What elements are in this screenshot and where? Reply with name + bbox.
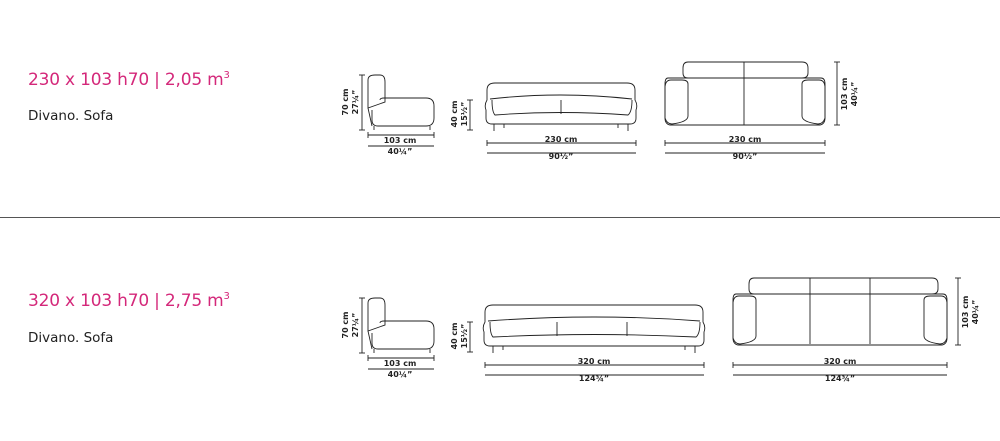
top-width-cm: 230 cm <box>729 135 762 144</box>
side-height-cm: 70 cm <box>341 89 350 116</box>
front-width-in: 124¾” <box>579 374 609 383</box>
top-width-cm: 320 cm <box>824 357 857 366</box>
product-section-1: 230 x 103 h70 | 2,05 m3 Divano. Sofa <box>0 0 1000 200</box>
front-view-drawing <box>484 82 638 131</box>
front-seat-in: 15½” <box>459 324 469 349</box>
front-seat-in: 15½” <box>459 102 469 127</box>
top-depth-in: 40¼” <box>849 82 859 107</box>
side-depth-in: 40¼” <box>388 146 413 156</box>
front-width-in: 90½” <box>549 151 574 161</box>
product-size-title: 320 x 103 h70 | 2,75 m3 <box>28 291 230 311</box>
top-depth-cm: 103 cm <box>961 296 970 329</box>
product-type-label: Divano. Sofa <box>28 330 114 346</box>
side-height-cm: 70 cm <box>341 312 350 339</box>
front-seat-cm: 40 cm <box>450 323 459 350</box>
side-depth-cm: 103 cm <box>384 359 417 368</box>
product-section-2: 320 x 103 h70 | 2,75 m3 Divano. Sofa <box>0 0 1000 383</box>
front-width-cm: 230 cm <box>545 135 578 144</box>
front-width-cm: 320 cm <box>578 357 611 366</box>
side-view-drawing <box>367 74 435 130</box>
side-height-in: 27¼” <box>350 90 360 115</box>
side-depth-cm: 103 cm <box>384 136 417 145</box>
top-view-drawing <box>732 277 948 346</box>
front-view-drawing <box>482 304 706 353</box>
top-view-drawing <box>664 61 826 126</box>
side-height-in: 27¼” <box>350 313 360 338</box>
product-type-label: Divano. Sofa <box>28 108 114 124</box>
sofa-drawings: 103 cm 40¼” 70 cm 27¼” 40 cm 15½” 230 cm… <box>341 61 859 161</box>
side-depth-in: 40¼” <box>388 369 413 379</box>
product-size-title: 230 x 103 h70 | 2,05 m3 <box>28 70 230 90</box>
section-divider <box>0 217 1000 218</box>
front-seat-cm: 40 cm <box>450 101 459 128</box>
top-width-in: 124¾” <box>825 374 855 383</box>
top-depth-cm: 103 cm <box>840 78 849 111</box>
side-view-drawing <box>367 297 435 353</box>
top-width-in: 90½” <box>733 151 758 161</box>
top-depth-in: 40¼” <box>970 300 980 325</box>
